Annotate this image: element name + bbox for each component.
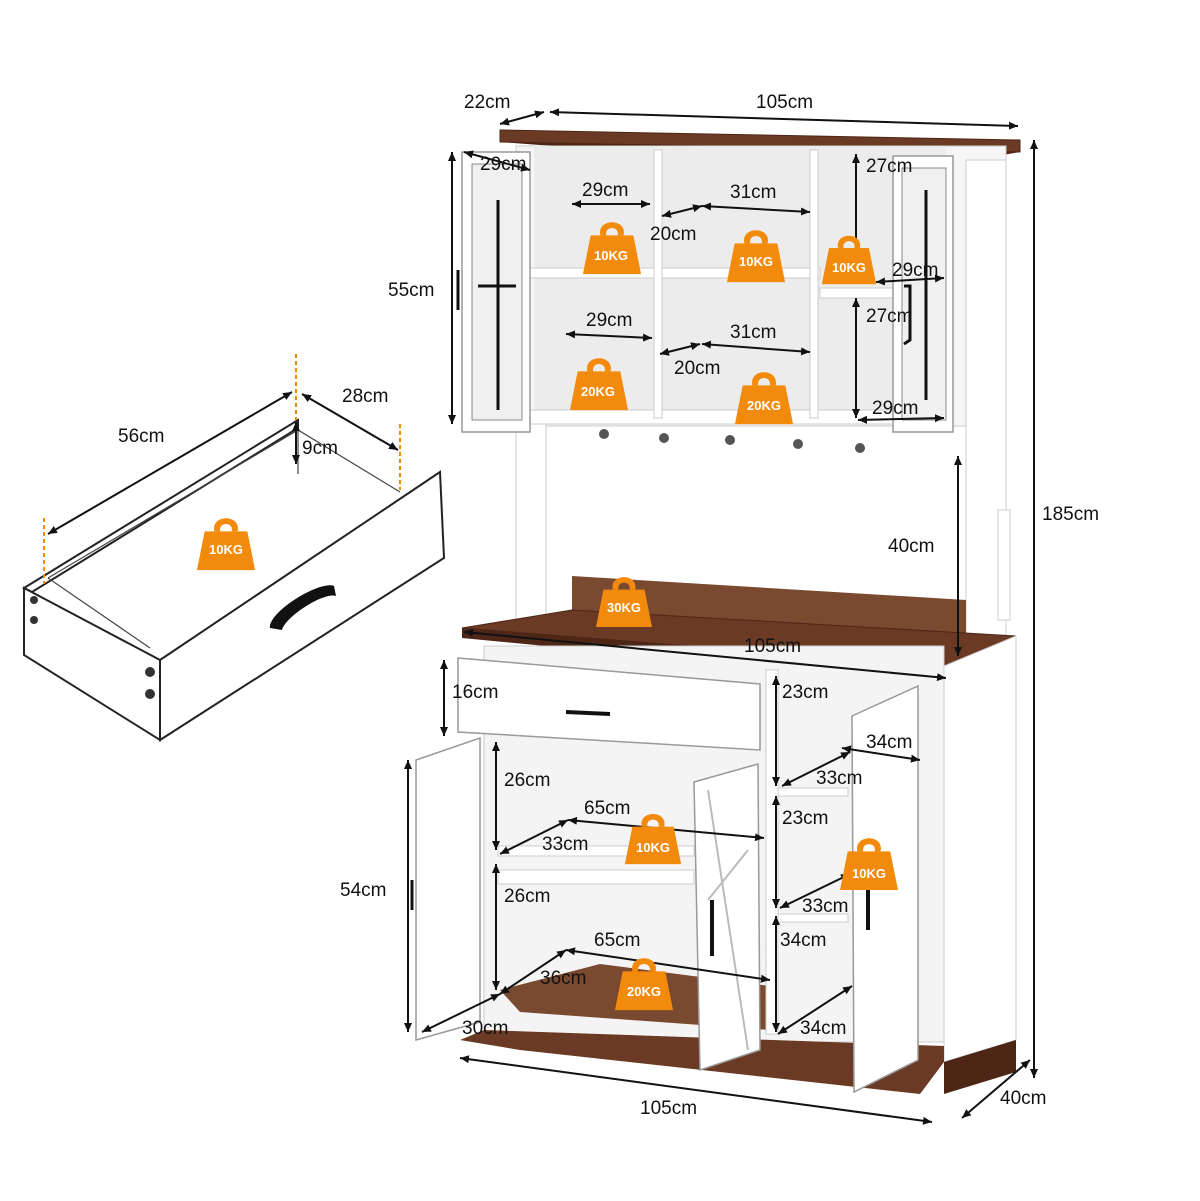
weight-badge-cab-upper: 10KG	[624, 813, 682, 865]
drawer-depth-label: 28cm	[342, 386, 388, 407]
hutch	[456, 129, 1021, 637]
hutch-right-lower-width-arrow	[857, 414, 945, 424]
svg-text:10KG: 10KG	[832, 260, 866, 275]
cab-door-width-label: 30cm	[462, 1018, 508, 1039]
drawer-length-label: 56cm	[118, 426, 164, 447]
weight-badge-hutch-lower-left: 20KG	[569, 358, 629, 411]
cab-lower-depth-arrow	[499, 949, 567, 995]
side-door-width-arrow	[841, 745, 921, 763]
counter-width-arrow	[463, 628, 947, 682]
drawer-weight-badge: 10KG	[196, 518, 256, 571]
svg-text:10KG: 10KG	[594, 248, 628, 263]
weight-badge-side-middle: 10KG	[840, 838, 898, 890]
side-middle-depth-arrow	[779, 873, 851, 909]
cab-lower-width-label: 65cm	[594, 930, 640, 951]
left-door-width-arrow	[463, 150, 531, 172]
total-height-label: 185cm	[1042, 504, 1099, 525]
drawer-illustration	[21, 418, 446, 742]
cab-door-height-label: 54cm	[340, 880, 386, 901]
cab-upper-height-label: 26cm	[504, 770, 550, 791]
drawer-height-label: 9cm	[302, 438, 338, 459]
svg-text:10KG: 10KG	[852, 866, 886, 881]
side-middle-height-label: 23cm	[782, 808, 828, 829]
weight-badge-hutch-upper-left: 10KG	[582, 222, 642, 275]
cab-lower-height-label: 26cm	[504, 886, 550, 907]
drawer-depth-arrow	[301, 393, 399, 451]
side-middle-depth-label: 33cm	[802, 896, 848, 917]
hutch-lower-depth-label: 20cm	[674, 358, 720, 379]
hutch-right-lower-width-label: 29cm	[872, 398, 918, 419]
hutch-upper-depth-label: 20cm	[650, 224, 696, 245]
hutch-right-width-label: 29cm	[892, 260, 938, 281]
side-lower-height-label: 34cm	[780, 930, 826, 951]
side-lower-depth-label: 34cm	[800, 1018, 846, 1039]
svg-text:10KG: 10KG	[636, 840, 670, 855]
side-door-width-label: 34cm	[866, 732, 912, 753]
side-lower-depth-arrow	[777, 985, 853, 1035]
base-width-label: 105cm	[640, 1098, 697, 1119]
hutch-lower-right-width-arrow	[701, 340, 811, 356]
base-width-arrow	[459, 1055, 933, 1125]
svg-text:10KG: 10KG	[209, 542, 243, 557]
open-space-height-label: 40cm	[888, 536, 934, 557]
hutch-lower-left-width-arrow	[565, 330, 653, 342]
cab-door-width-arrow	[421, 993, 501, 1033]
base-cabinet	[410, 576, 1017, 1094]
svg-text:20KG: 20KG	[747, 398, 781, 413]
svg-text:30KG: 30KG	[607, 600, 641, 615]
hutch-upper-depth-arrow	[661, 204, 703, 218]
top-depth-arrow	[499, 110, 545, 126]
counter-width-label: 105cm	[744, 636, 801, 657]
cab-upper-width-label: 65cm	[584, 798, 630, 819]
cab-upper-depth-label: 33cm	[542, 834, 588, 855]
weight-badge-hutch-lower-mid: 20KG	[734, 372, 794, 425]
hutch-upper-left-width-label: 29cm	[582, 180, 628, 201]
weight-badge-hutch-upper-right: 10KG	[821, 235, 877, 285]
drawer-front-height-label: 16cm	[452, 682, 498, 703]
top-depth-label: 22cm	[464, 92, 510, 113]
hutch-upper-right-width-label: 31cm	[730, 182, 776, 203]
cab-upper-depth-arrow	[499, 819, 569, 855]
weight-badge-hutch-upper-mid: 10KG	[726, 230, 786, 283]
top-width-label: 105cm	[756, 92, 813, 113]
hutch-right-upper-height-label: 27cm	[866, 156, 912, 177]
base-depth-label: 40cm	[1000, 1088, 1046, 1109]
drawer-length-arrow	[47, 391, 293, 535]
hutch-lower-depth-arrow	[659, 342, 701, 356]
side-upper-depth-label: 33cm	[816, 768, 862, 789]
svg-text:10KG: 10KG	[739, 254, 773, 269]
hutch-right-width-arrow	[875, 274, 945, 286]
svg-text:20KG: 20KG	[581, 384, 615, 399]
hutch-upper-right-width-arrow	[701, 202, 811, 216]
side-upper-depth-arrow	[781, 751, 851, 787]
svg-text:20KG: 20KG	[627, 984, 661, 999]
hutch-height-label: 55cm	[388, 280, 434, 301]
hutch-lower-right-width-label: 31cm	[730, 322, 776, 343]
hutch-right-lower-height-label: 27cm	[866, 306, 912, 327]
cab-lower-width-arrow	[565, 947, 771, 983]
top-width-arrow	[549, 108, 1019, 130]
left-door-width-label: 29cm	[480, 154, 526, 175]
weight-badge-counter: 30KG	[596, 577, 652, 627]
cab-lower-depth-label: 36cm	[540, 968, 586, 989]
weight-badge-cab-lower: 20KG	[614, 958, 674, 1011]
hutch-lower-left-width-label: 29cm	[586, 310, 632, 331]
side-upper-height-label: 23cm	[782, 682, 828, 703]
base-depth-arrow	[961, 1059, 1031, 1119]
